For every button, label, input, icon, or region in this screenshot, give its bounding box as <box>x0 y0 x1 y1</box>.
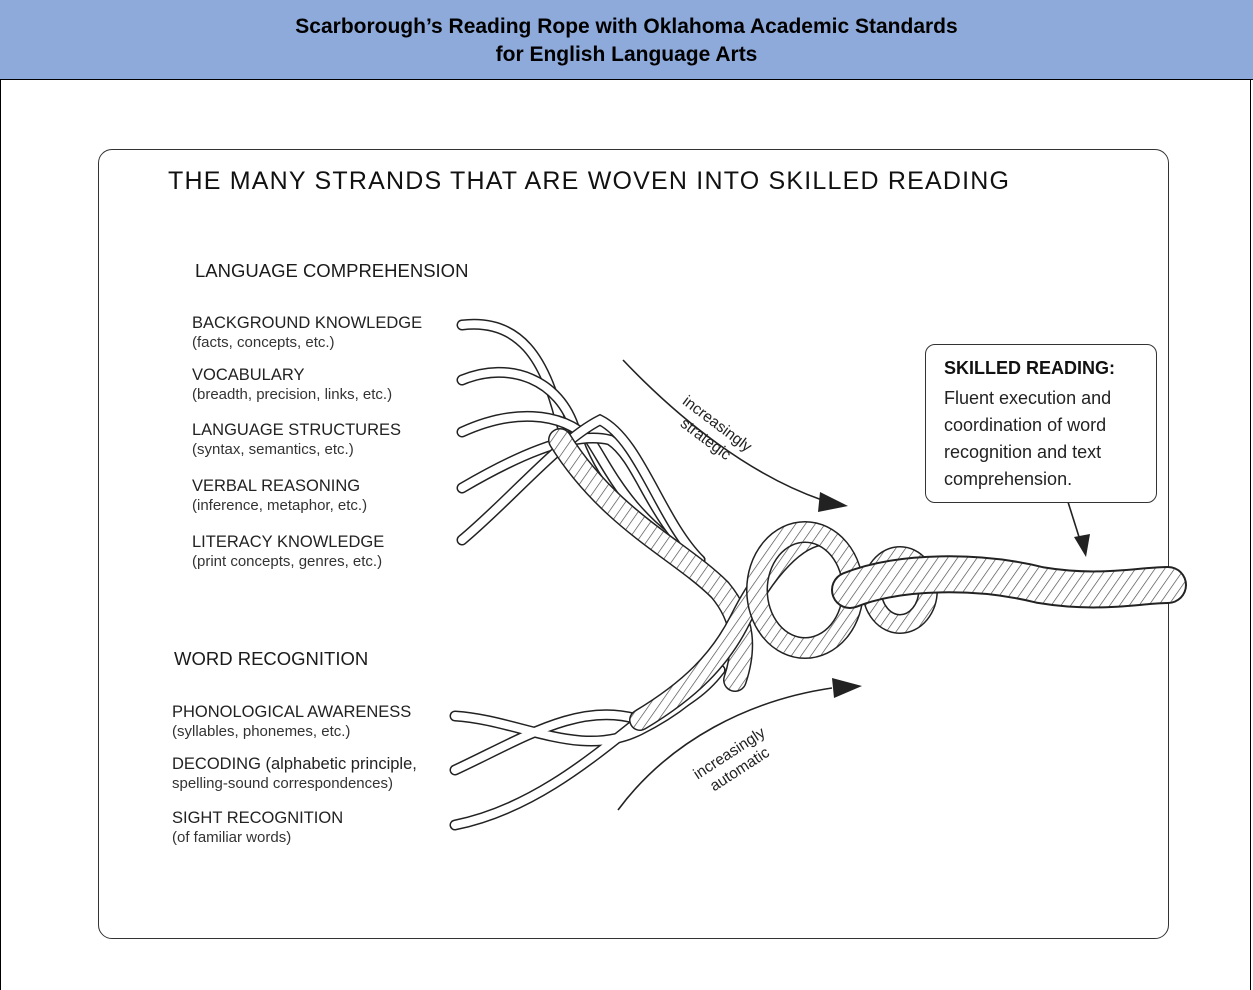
strand-detail-decoding: spelling-sound correspondences) <box>172 774 393 794</box>
language-comprehension-heading: LANGUAGE COMPREHENSION <box>195 260 468 282</box>
strand-label-sight-recognition: SIGHT RECOGNITION <box>172 808 343 829</box>
strand-label-verbal-reasoning: VERBAL REASONING <box>192 476 360 497</box>
arrow-skilled-reading-head <box>1074 534 1090 557</box>
strand-label-phonological-awareness: PHONOLOGICAL AWARENESS <box>172 702 411 723</box>
skilled-reading-title: SKILLED READING: <box>944 358 1115 379</box>
strand-detail-sight-recognition: (of familiar words) <box>172 828 291 848</box>
diagram-title: THE MANY STRANDS THAT ARE WOVEN INTO SKI… <box>168 167 1010 196</box>
strand-detail-phonological-awareness: (syllables, phonemes, etc.) <box>172 722 350 742</box>
arrow-automatic-head <box>832 678 862 698</box>
strand-detail-language-structures: (syntax, semantics, etc.) <box>192 440 354 460</box>
strand-detail-literacy-knowledge: (print concepts, genres, etc.) <box>192 552 382 572</box>
strand-label-decoding: DECODING (alphabetic principle, <box>172 754 417 775</box>
strand-label-literacy-knowledge: LITERACY KNOWLEDGE <box>192 532 384 553</box>
arrow-strategic-head <box>818 492 848 512</box>
strand-label-background-knowledge: BACKGROUND KNOWLEDGE <box>192 313 422 334</box>
strand-label-vocabulary: VOCABULARY <box>192 365 305 386</box>
strand-detail-verbal-reasoning: (inference, metaphor, etc.) <box>192 496 367 516</box>
strand-label-language-structures: LANGUAGE STRUCTURES <box>192 420 401 441</box>
skilled-reading-description: Fluent execution and coordination of wor… <box>944 385 1149 493</box>
word-recognition-heading: WORD RECOGNITION <box>174 648 368 670</box>
strand-detail-background-knowledge: (facts, concepts, etc.) <box>192 333 335 353</box>
arrow-skilled-reading <box>1068 502 1080 540</box>
strand-detail-vocabulary: (breadth, precision, links, etc.) <box>192 385 392 405</box>
